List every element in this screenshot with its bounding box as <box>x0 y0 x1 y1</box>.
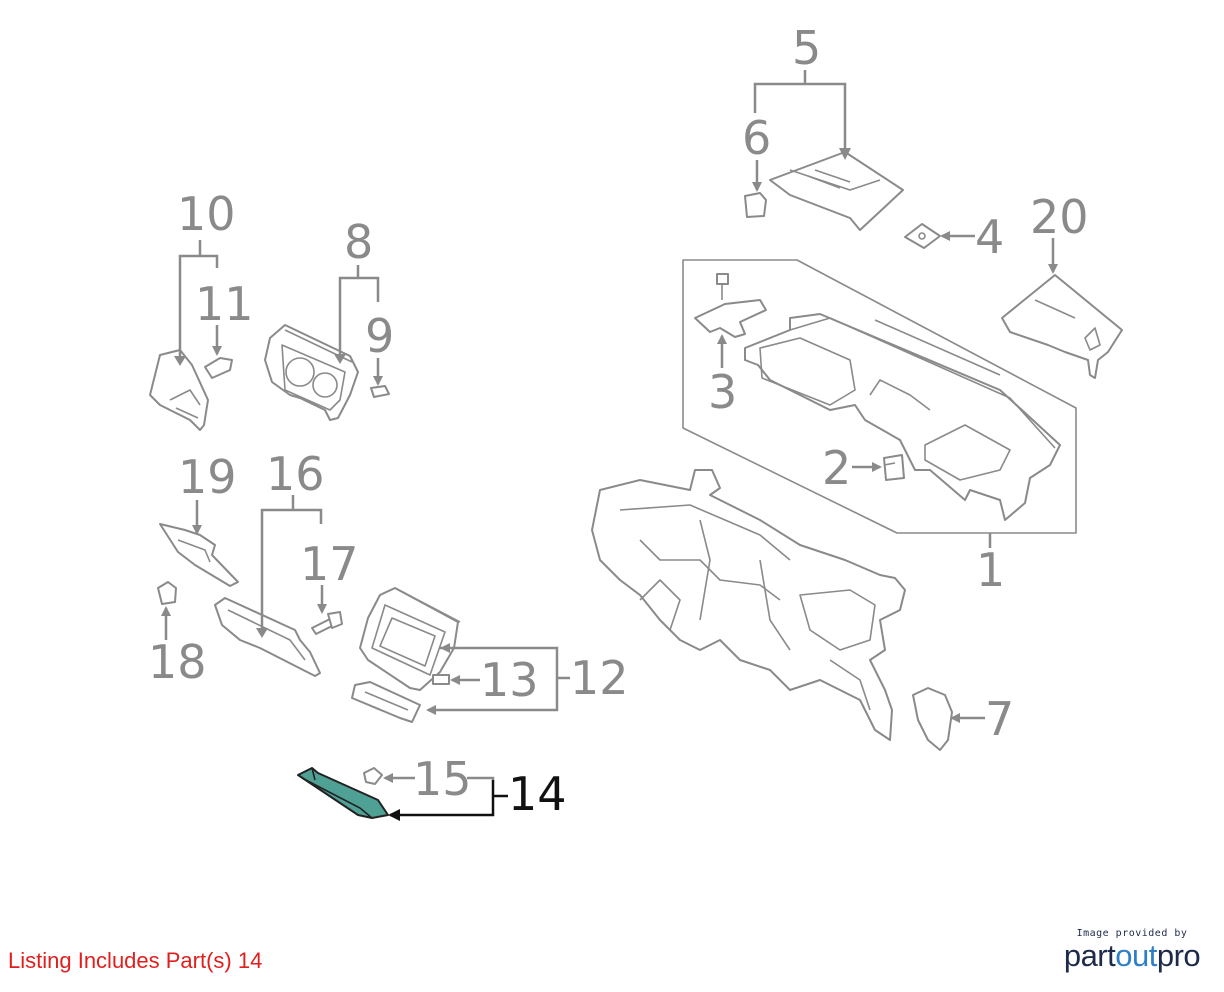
callout-6[interactable]: 6 <box>742 111 771 165</box>
callout-16[interactable]: 16 <box>266 447 325 501</box>
callout-11[interactable]: 11 <box>195 277 254 331</box>
part-14-trim-panel[interactable]: 14 <box>297 767 567 821</box>
part-18-clip: 18 <box>148 581 207 689</box>
partoutpro-logo[interactable]: Image provided by partoutpro <box>1052 928 1212 973</box>
part-1-assembly-box: 1 <box>682 259 1077 597</box>
part-6-clip: 6 <box>742 111 771 218</box>
callout-17[interactable]: 17 <box>300 537 359 591</box>
part-3-bracket: 3 <box>694 273 767 419</box>
callout-7[interactable]: 7 <box>985 692 1014 746</box>
part-7-side-cover: 7 <box>912 687 1014 751</box>
listing-includes-text: Listing Includes Part(s) 14 <box>8 948 263 973</box>
callout-9[interactable]: 9 <box>365 309 394 363</box>
part-11-clip: 11 <box>195 277 254 379</box>
instrument-panel-main <box>591 469 906 741</box>
part-12-audio-bezel: 12 <box>359 587 629 715</box>
part-12-switch-panel <box>351 681 421 723</box>
part-17-bolt: 17 <box>300 537 359 635</box>
callout-8[interactable]: 8 <box>344 215 373 269</box>
callout-1[interactable]: 1 <box>976 543 1005 597</box>
part-8-meter-hood: 8 <box>264 215 380 421</box>
part-5-cover-panel: 5 <box>753 21 904 231</box>
callout-5[interactable]: 5 <box>792 21 821 75</box>
callout-19[interactable]: 19 <box>178 450 237 504</box>
callout-13[interactable]: 13 <box>480 653 539 707</box>
callout-15[interactable]: 15 <box>413 752 472 806</box>
callout-12[interactable]: 12 <box>570 651 629 705</box>
part-9-clip: 9 <box>365 309 394 398</box>
callout-18[interactable]: 18 <box>148 635 207 689</box>
logo-wordmark: partoutpro <box>1052 939 1212 973</box>
instrument-panel-upper <box>744 313 1061 521</box>
part-4-clip: 4 <box>904 210 1004 264</box>
callout-3[interactable]: 3 <box>708 365 737 419</box>
callout-2[interactable]: 2 <box>822 441 851 495</box>
logo-pro: pro <box>1156 938 1201 973</box>
part-20-airbag-cover: 20 <box>1001 190 1123 379</box>
part-16-lower-panel: 16 <box>214 447 325 677</box>
part-13-switch: 13 <box>432 653 539 707</box>
part-10-cover: 10 <box>149 187 236 431</box>
part-2-clip: 2 <box>822 441 905 495</box>
callout-4[interactable]: 4 <box>975 210 1004 264</box>
callout-10[interactable]: 10 <box>177 187 236 241</box>
logo-part: part <box>1063 938 1116 973</box>
part-15-clip: 15 <box>363 752 495 806</box>
callout-20[interactable]: 20 <box>1030 190 1089 244</box>
logo-out: out <box>1115 938 1157 973</box>
credit-caption: Image provided by <box>1076 928 1188 939</box>
part-19-trim: 19 <box>159 450 239 587</box>
callout-14[interactable]: 14 <box>508 767 567 821</box>
